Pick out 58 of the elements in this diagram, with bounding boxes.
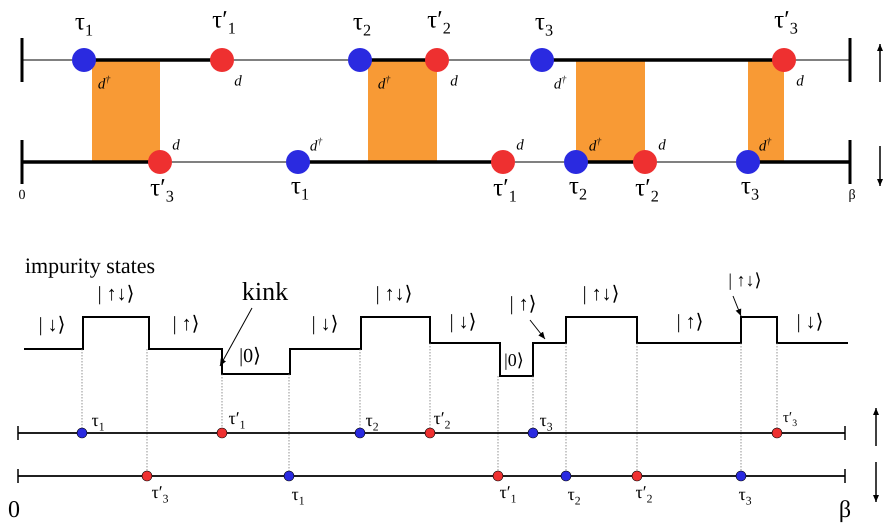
time-label: τ$_{1}$ bbox=[290, 173, 310, 203]
operator-label: d$^{†}$ bbox=[554, 76, 566, 92]
time-label: τ′$_{2}$ bbox=[635, 175, 659, 205]
state-label: |0⟩ bbox=[504, 351, 524, 369]
state-label: | ↓⟩ bbox=[38, 315, 66, 335]
operator-label: d bbox=[516, 138, 524, 154]
time-label: τ′$_{1}$ bbox=[493, 175, 517, 205]
state-label: | ↓⟩ bbox=[450, 312, 476, 332]
time-label: τ$_{3}$ bbox=[738, 484, 752, 508]
time-label: τ$_{2}$ bbox=[568, 173, 588, 203]
operator-label: d bbox=[658, 138, 666, 154]
operator-label: d bbox=[796, 74, 804, 90]
time-label: τ$_{3}$ bbox=[534, 9, 554, 39]
operator-label: d bbox=[234, 74, 242, 90]
axis-label: 0 bbox=[18, 189, 26, 203]
time-label: τ′$_{2}$ bbox=[427, 7, 451, 37]
time-label: τ′$_{3}$ bbox=[150, 175, 174, 205]
heading: impurity states bbox=[24, 255, 156, 277]
time-label: τ′$_{2}$ bbox=[636, 482, 652, 506]
leader-line bbox=[530, 320, 546, 340]
time-label: τ′$_{1}$ bbox=[212, 7, 236, 37]
time-label: τ$_{2}$ bbox=[567, 484, 581, 508]
leader-line bbox=[732, 296, 742, 316]
operator-label: d bbox=[450, 74, 458, 90]
time-label: τ′$_{1}$ bbox=[228, 408, 246, 432]
operator-label: d bbox=[172, 138, 180, 154]
callout-text: kink bbox=[242, 279, 288, 305]
operator-label: d$^{†}$ bbox=[310, 138, 322, 154]
state-label: | ↑↓⟩ bbox=[728, 271, 762, 289]
time-label: τ$_{1}$ bbox=[291, 484, 305, 508]
time-label: τ$_{2}$ bbox=[352, 9, 372, 39]
time-label: τ$_{3}$ bbox=[539, 410, 553, 434]
leader-line bbox=[220, 308, 252, 366]
operator-label: d$^{†}$ bbox=[758, 138, 772, 154]
time-label: τ′$_{2}$ bbox=[434, 408, 450, 432]
state-label: | ↑⟩ bbox=[676, 312, 704, 332]
axis-label: β bbox=[838, 498, 852, 522]
time-label: τ$_{3}$ bbox=[740, 173, 760, 203]
state-label: |0⟩ bbox=[239, 346, 261, 366]
axis-label: 0 bbox=[8, 498, 20, 522]
state-label: | ↑↓⟩ bbox=[376, 284, 412, 304]
time-label: τ$_{1}$ bbox=[74, 9, 94, 39]
state-label: | ↑↓⟩ bbox=[98, 284, 134, 304]
time-label: τ$_{2}$ bbox=[365, 410, 379, 434]
axis-label: β bbox=[848, 189, 856, 203]
state-label: | ↑↓⟩ bbox=[582, 284, 620, 304]
state-label: | ↓⟩ bbox=[312, 314, 338, 334]
time-label: τ′$_{1}$ bbox=[500, 482, 516, 506]
operator-label: d$^{†}$ bbox=[98, 76, 110, 92]
time-label: τ′$_{3}$ bbox=[774, 7, 798, 37]
operator-label: d$^{†}$ bbox=[588, 138, 602, 154]
operator-label: d$^{†}$ bbox=[378, 76, 390, 92]
state-label: | ↓⟩ bbox=[796, 312, 824, 332]
state-label: | ↑⟩ bbox=[510, 294, 536, 314]
time-label: τ$_{1}$ bbox=[91, 410, 105, 434]
time-label: τ′$_{3}$ bbox=[782, 411, 798, 429]
time-label: τ′$_{3}$ bbox=[152, 482, 168, 506]
state-label: | ↑⟩ bbox=[172, 314, 200, 334]
